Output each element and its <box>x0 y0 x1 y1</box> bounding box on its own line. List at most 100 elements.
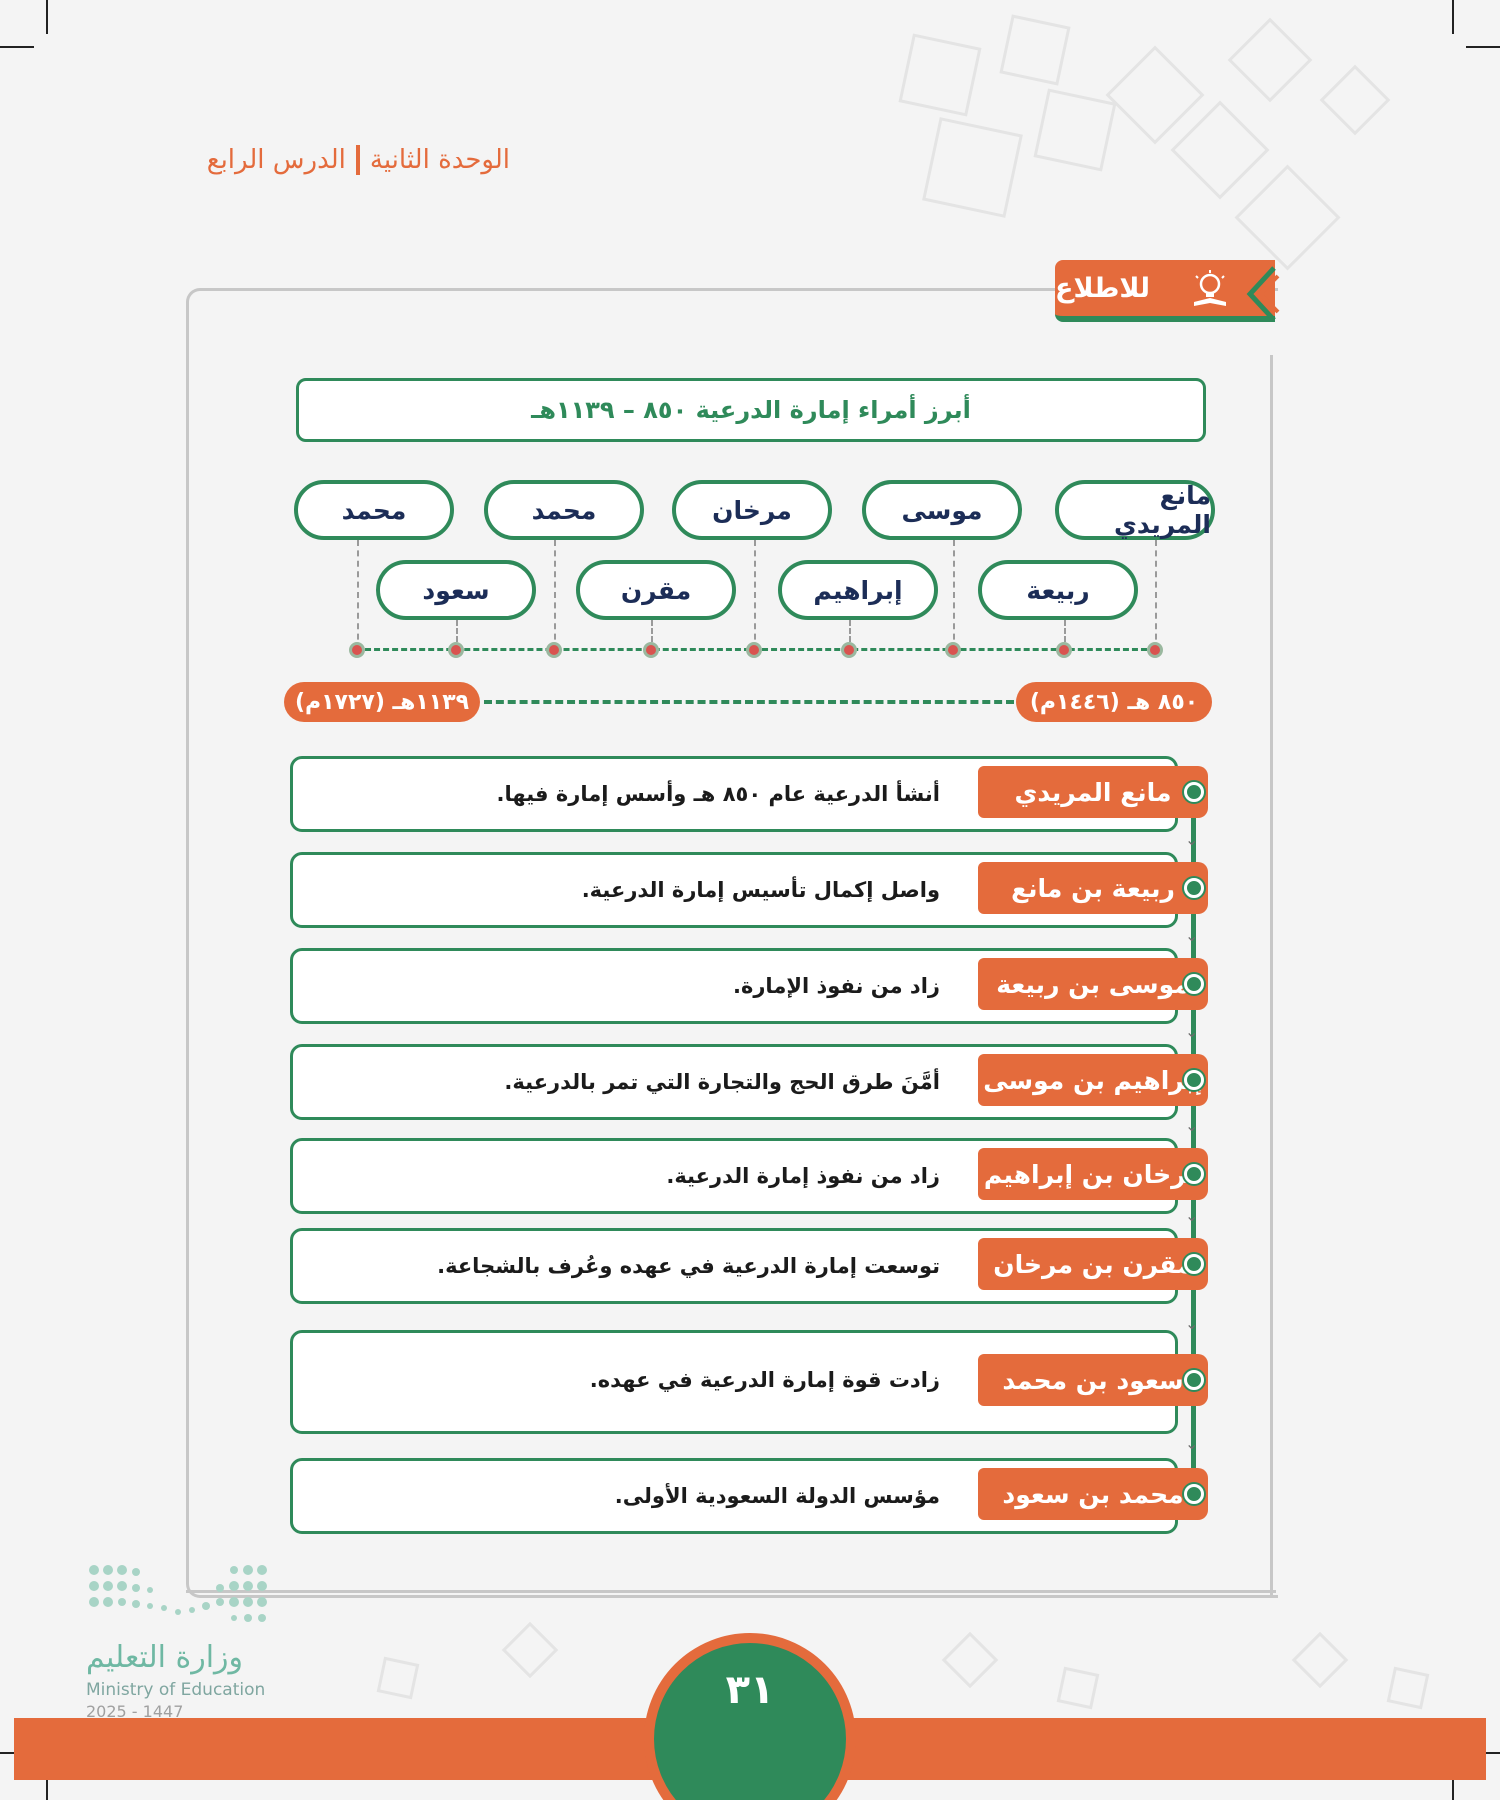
ruler-name-tag: مانع المريدي <box>978 766 1208 818</box>
name-pill: محمد <box>294 480 454 540</box>
range-start: ٨٥٠ هـ (١٤٤٦م) <box>1016 682 1212 722</box>
connector-line <box>456 620 458 650</box>
connector-line <box>554 540 556 650</box>
ruler-name: موسى بن ربيعة <box>996 969 1190 999</box>
timeline-dot <box>349 642 365 658</box>
name-text: ربيعة <box>1026 575 1090 605</box>
ruler-name-tag: مقرن بن مرخان <box>978 1238 1208 1290</box>
name-pill: سعود <box>376 560 536 620</box>
name-text: سعود <box>422 575 490 605</box>
name-text: محمد <box>531 495 597 525</box>
crop-mark <box>46 1766 48 1800</box>
unit-lesson-header: الوحدة الثانية الدرس الرابع <box>180 140 510 180</box>
decorative-square <box>999 14 1071 86</box>
content-frame <box>186 288 1278 1598</box>
decorative-square <box>1319 64 1391 136</box>
ruler-name: ربيعة بن مانع <box>1011 873 1175 903</box>
lightbulb-book-icon <box>1194 270 1226 306</box>
name-text: إبراهيم <box>813 575 903 605</box>
ruler-name: إبراهيم بن موسى <box>983 1065 1203 1095</box>
ruler-description: زاد من نفوذ الإمارة. <box>732 974 940 998</box>
header-separator <box>355 145 360 175</box>
decorative-square <box>898 33 982 117</box>
range-end: ١١٣٩هـ (١٧٢٧م) <box>284 682 480 722</box>
name-pill: مقرن <box>576 560 736 620</box>
timeline-dot <box>746 642 762 658</box>
ministry-name-arabic: وزارة التعليم <box>86 1640 244 1675</box>
lesson-label: الدرس الرابع <box>206 145 346 175</box>
row-node <box>1184 878 1204 898</box>
timeline-dot <box>1056 642 1072 658</box>
ministry-logo-dots <box>89 1565 267 1622</box>
chevron-down-icon: ⌄ <box>1185 1116 1199 1135</box>
row-node <box>1184 974 1204 994</box>
row-node <box>1184 1164 1204 1184</box>
crop-mark <box>0 46 34 48</box>
decorative-square <box>501 1621 559 1679</box>
ruler-description: أمَّنَ طرق الحج والتجارة التي تمر بالدرع… <box>504 1070 940 1094</box>
name-pill: مانع المريدي <box>1055 480 1215 540</box>
ruler-name-tag: محمد بن سعود <box>978 1468 1208 1520</box>
ruler-name: مقرن بن مرخان <box>993 1249 1193 1279</box>
timeline-dot <box>546 642 562 658</box>
badge-label: للاطلاع <box>1055 272 1151 304</box>
chevron-down-icon: ⌄ <box>1185 830 1199 849</box>
decorative-square <box>1291 1631 1349 1689</box>
rows-spine <box>1191 790 1196 1490</box>
name-pill: محمد <box>484 480 644 540</box>
decorative-square <box>922 117 1023 218</box>
connector-line <box>1155 540 1157 650</box>
ruler-description: توسعت إمارة الدرعية في عهده وعُرف بالشجا… <box>437 1254 940 1278</box>
ruler-description: أنشأ الدرعية عام ٨٥٠ هـ وأسس إمارة فيها. <box>496 782 940 806</box>
ruler-name: محمد بن سعود <box>1002 1479 1184 1509</box>
decorative-square <box>941 1631 999 1689</box>
unit-label: الوحدة الثانية <box>369 145 510 175</box>
name-pill: ربيعة <box>978 560 1138 620</box>
name-text: مقرن <box>620 575 692 605</box>
ruler-description: زادت قوة إمارة الدرعية في عهده. <box>589 1368 940 1392</box>
chevron-down-icon: ⌄ <box>1185 1314 1199 1333</box>
frame-right-edge <box>1270 355 1273 1595</box>
crop-mark <box>46 0 48 34</box>
page-number: ٣١ <box>725 1667 775 1713</box>
ruler-name-tag: سعود بن محمد <box>978 1354 1208 1406</box>
ruler-name-tag: موسى بن ربيعة <box>978 958 1208 1010</box>
name-pill: إبراهيم <box>778 560 938 620</box>
ruler-description: مؤسس الدولة السعودية الأولى. <box>614 1484 940 1508</box>
name-text: محمد <box>341 495 407 525</box>
timeline-dot <box>841 642 857 658</box>
info-badge: للاطلاع <box>1055 260 1275 322</box>
connector-line <box>849 620 851 650</box>
decorative-square <box>1234 164 1341 271</box>
chevron-down-icon: ⌄ <box>1185 1022 1199 1041</box>
chart-title: أبرز أمراء إمارة الدرعية ٨٥٠ – ١١٣٩هـ <box>296 378 1206 442</box>
range-end-text: ١١٣٩هـ (١٧٢٧م) <box>294 689 470 715</box>
timeline-dot <box>1147 642 1163 658</box>
crop-mark <box>1452 0 1454 34</box>
row-node <box>1184 1254 1204 1274</box>
ministry-name-english: Ministry of Education <box>86 1680 266 1700</box>
chevron-down-icon: ⌄ <box>1185 1206 1199 1225</box>
row-node <box>1184 782 1204 802</box>
connector-line <box>1064 620 1066 650</box>
timeline-dot <box>945 642 961 658</box>
chevron-left-icon <box>1246 266 1280 322</box>
range-start-text: ٨٥٠ هـ (١٤٤٦م) <box>1029 689 1199 715</box>
ruler-name: مانع المريدي <box>1014 777 1172 807</box>
row-node <box>1184 1370 1204 1390</box>
ministry-year: 2025 - 1447 <box>86 1702 184 1721</box>
connector-line <box>651 620 653 650</box>
crop-mark <box>1466 46 1500 48</box>
ruler-name-tag: ربيعة بن مانع <box>978 862 1208 914</box>
name-text: موسى <box>901 495 983 525</box>
ruler-name-tag: إبراهيم بن موسى <box>978 1054 1208 1106</box>
name-pill: موسى <box>862 480 1022 540</box>
chevron-down-icon: ⌄ <box>1185 926 1199 945</box>
ruler-description: زاد من نفوذ إمارة الدرعية. <box>666 1164 940 1188</box>
decorative-square <box>1386 1666 1430 1710</box>
ruler-name: مرخان بن إبراهيم <box>983 1159 1203 1189</box>
row-node <box>1184 1484 1204 1504</box>
name-pill: مرخان <box>672 480 832 540</box>
frame-bottom-edge <box>186 1590 1276 1593</box>
connector-line <box>953 540 955 650</box>
